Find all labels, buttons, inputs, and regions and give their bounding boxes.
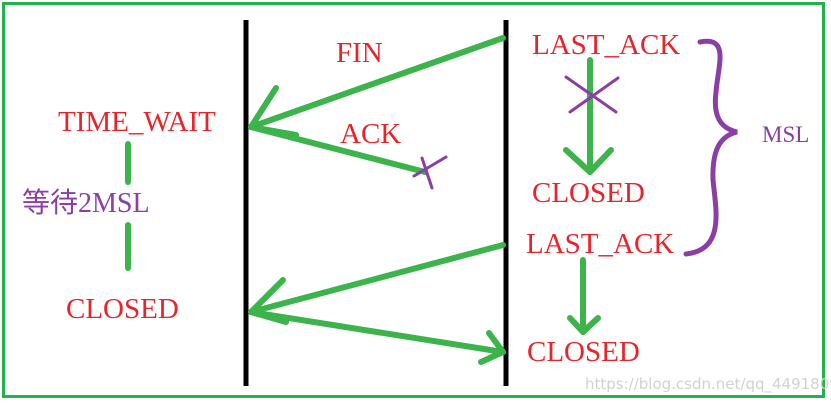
diagram-border [2,2,825,398]
retransmit-fin-arrow [248,242,506,325]
msl-label: MSL [762,122,809,147]
final-ack-arrow [248,309,506,365]
last-ack-top-label: LAST_ACK [532,29,680,61]
last-ack-to-closed-arrow [567,257,601,335]
last-ack-bottom-label: LAST_ACK [526,228,674,260]
closed-right-bottom-label: CLOSED [527,336,640,368]
wait-2msl-label: 等待2MSL [22,187,150,219]
ack-arrow-lost [248,124,428,175]
last-ack-timeout-arrow [563,57,614,175]
watermark: https://blog.csdn.net/qq_44918090 [585,375,831,394]
msl-brace [683,38,738,257]
closed-right-top-label: CLOSED [532,177,645,209]
closed-left-label: CLOSED [66,293,179,325]
ack-label: ACK [340,118,401,150]
ack-lost-x-mark [412,155,448,190]
fin-label: FIN [336,37,383,69]
time-wait-label: TIME_WAIT [58,106,216,138]
timeout-x-mark [564,75,620,114]
